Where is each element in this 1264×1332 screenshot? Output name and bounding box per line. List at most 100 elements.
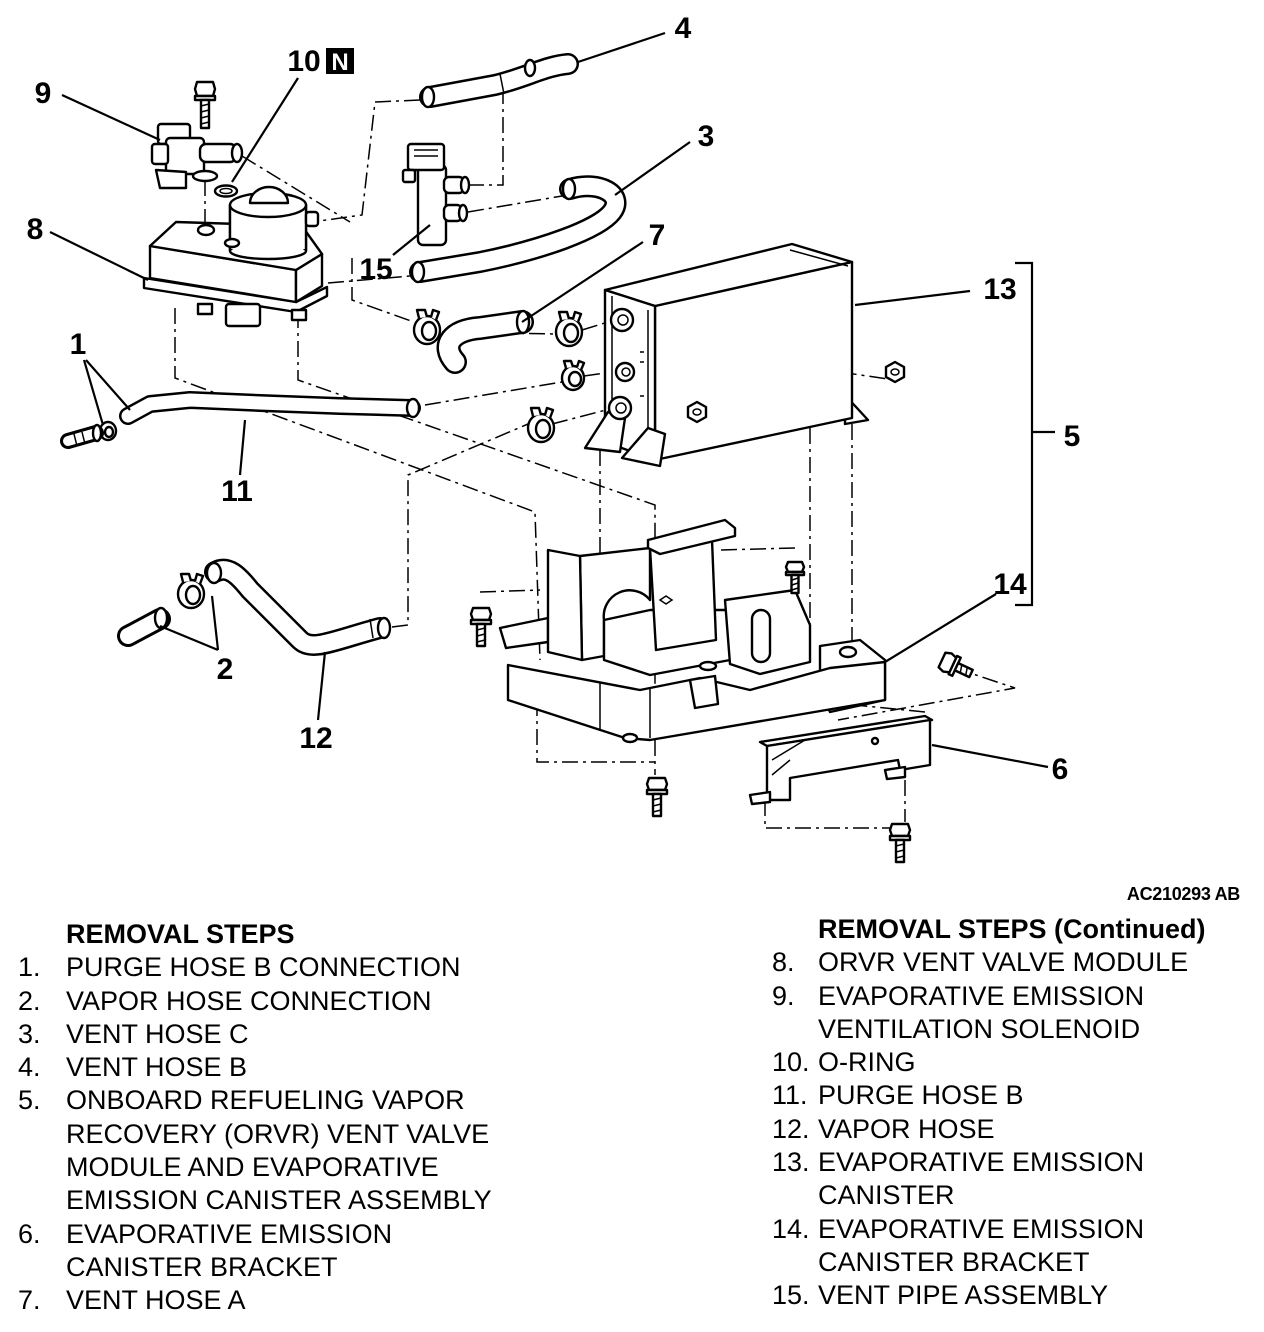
purge-hose-b-body [121,393,419,423]
step-text: PURGE HOSE B [818,1080,1024,1111]
step-number: 7. [18,1285,41,1316]
purge-hose-b [119,391,421,425]
bolt-shank [199,98,211,130]
bracket-6-hole [870,736,880,746]
step-text: VENT HOSE B [66,1052,248,1083]
solenoid-bolt [193,80,217,130]
callout-1: 1 [70,328,87,361]
vent-hose-b [419,53,579,109]
alignment-line [470,88,504,186]
step-text: CANISTER BRACKET [818,1246,1090,1277]
alignment-line [837,667,1016,721]
step-6: 6. EVAPORATIVE EMISSION CANISTER BRACKET [18,1218,492,1285]
bolt-thread [476,627,486,643]
step-text: MODULE AND EVAPORATIVE [66,1152,439,1183]
leader-lines [49,31,1055,769]
removal-steps-heading: REMOVAL STEPS [66,919,295,949]
step-text: VAPOR HOSE [818,1113,995,1144]
alignment-line [719,547,796,551]
leader-line-7 [521,241,644,323]
bolt-head [645,776,669,792]
alignment-line [764,800,900,829]
leader-line-15 [392,224,431,256]
callout-8: 8 [27,213,44,246]
step-number: 9. [772,980,795,1011]
vent-hose-b-body [421,55,577,106]
bracket-left-upright [546,548,584,662]
solenoid-washer [191,169,219,183]
vent-hose-b-end [523,58,537,78]
new-part-badge-box [326,48,354,74]
bracket-inner-plate [648,538,718,652]
step-text: ONBOARD REFUELING VAPOR [66,1085,465,1116]
step-1: 1. PURGE HOSE B CONNECTION [18,951,492,984]
step-number: 12. [772,1113,810,1144]
removal-steps-continued-heading: REMOVAL STEPS (Continued) [818,914,1206,944]
callout-9: 9 [35,77,52,110]
leader-line-10 [231,77,299,183]
canister-marks [640,351,644,397]
step-text: EVAPORATIVE EMISSION [66,1218,393,1249]
nut-hex [884,360,906,384]
orvr-vent-valve-module [142,185,329,328]
alignment-line [854,704,926,713]
bolt-thread [200,103,210,125]
vent-pipe-assembly [401,142,471,247]
bolt-thread [652,797,662,813]
bolt [469,606,493,648]
callout-11: 11 [221,475,253,508]
vent-hose-c-body [411,177,624,281]
vent-hose-c-end [561,177,577,201]
purge-pipe [60,423,104,449]
alignment-line [327,275,411,284]
vent-hose-c-end [410,260,426,284]
canister-port-purge-bore [617,314,629,326]
alignment-line [241,155,351,223]
step-text: VENTILATION SOLENOID [818,1013,1141,1044]
vapor-hose-end [205,561,223,585]
alignment-line [479,589,541,593]
vent-hose-b-end [420,85,436,109]
bolt-head [784,560,806,574]
step-text: PURGE HOSE B CONNECTION [66,952,461,983]
step-text: RECOVERY (ORVR) VENT VALVE [66,1118,490,1149]
bracket-top-tab [646,518,737,556]
step-10: 10. O-RING [772,1046,1206,1079]
bolt-thread [959,664,968,676]
clip-ears [415,308,441,321]
step-number: 13. [772,1147,810,1178]
module-dome-cap [248,185,290,205]
canister-port-vent [614,361,636,383]
bolt [645,776,669,818]
callout-14: 14 [993,568,1027,601]
removal-steps-continued-list: REMOVAL STEPS (Continued) 8. ORVR VENT V… [772,913,1206,1313]
bolt-head [193,80,217,98]
o-ring-outer [213,184,239,198]
step-text: EVAPORATIVE EMISSION [818,980,1145,1011]
step-text: ORVR VENT VALVE MODULE [818,947,1189,978]
leader-line-9 [61,94,161,141]
callouts: 1 2 3 4 5 6 7 8 9 10 11 12 13 14 15 N [27,12,1081,786]
nut-hex [686,400,708,424]
figure-code: AC210293 AB [1126,884,1240,904]
module-bottom-connector [224,302,262,328]
clip-ears [562,359,586,371]
step-number: 1. [18,952,41,983]
callout-13: 13 [983,273,1016,306]
module-stud [223,237,241,249]
evaporative-emission-canister [583,242,870,468]
step-number: 15. [772,1280,810,1311]
new-part-badge: N [326,48,354,76]
canister-port-purge [609,307,635,333]
step-13: 13. EVAPORATIVE EMISSION CANISTER [772,1146,1206,1213]
step-text: EVAPORATIVE EMISSION [818,1213,1145,1244]
step-number: 5. [18,1085,41,1116]
step-text: EVAPORATIVE EMISSION [818,1147,1145,1178]
callout-3: 3 [698,120,715,153]
step-text: VAPOR HOSE CONNECTION [66,985,432,1016]
nut-bore [692,408,702,416]
step-text: CANISTER BRACKET [66,1251,338,1282]
bolt-shank [953,661,974,679]
new-part-badge-letter: N [331,49,348,76]
alignment-line [581,321,609,331]
